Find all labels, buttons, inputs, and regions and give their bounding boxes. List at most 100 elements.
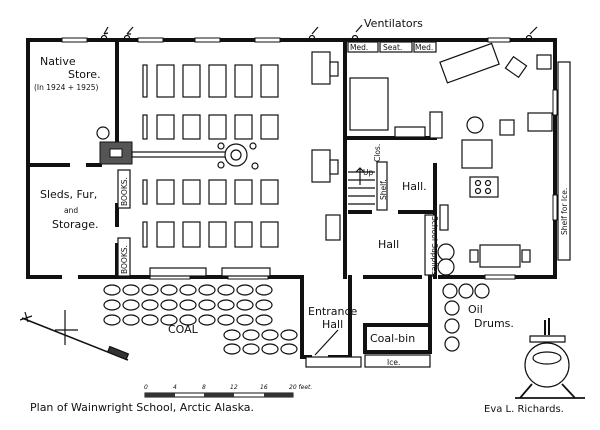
coal-pile xyxy=(141,284,159,296)
living-furniture xyxy=(311,42,553,276)
signature: Eva L. Richards. xyxy=(484,404,564,415)
ventilator-markers xyxy=(100,24,538,42)
native-store-label-2: Store. xyxy=(68,68,101,81)
drums-label: Drums. xyxy=(474,317,514,330)
student-desk xyxy=(156,221,175,248)
entrance-hall-label: Hall xyxy=(322,318,343,331)
desk-bench xyxy=(142,64,148,98)
scale-tick: 16 xyxy=(260,384,268,391)
coal-pile xyxy=(280,329,298,341)
books-label-1: BOOKS. xyxy=(120,177,129,206)
coal-pile xyxy=(122,284,140,296)
hall-label-2: Hall xyxy=(378,238,399,251)
coal-pile xyxy=(261,343,279,355)
bench-1 xyxy=(149,267,207,277)
stove-illustration xyxy=(515,318,585,399)
coal-pile xyxy=(103,299,121,311)
shelf xyxy=(376,161,388,211)
books-label-2: BOOKS. xyxy=(120,245,129,274)
student-desk xyxy=(156,179,175,205)
coal-pile xyxy=(141,299,159,311)
student-desk xyxy=(260,64,279,98)
student-desk xyxy=(208,64,227,98)
coal-pile xyxy=(261,329,279,341)
student-desk xyxy=(208,221,227,248)
ventilators-label: Ventilators xyxy=(364,17,423,30)
coal-pile xyxy=(160,299,178,311)
coal-pile xyxy=(198,299,216,311)
coal-pile xyxy=(179,284,197,296)
coal-pile xyxy=(223,329,241,341)
scale-tick: 20 feet. xyxy=(289,384,312,391)
scale-tick: 12 xyxy=(230,384,238,391)
student-desk xyxy=(234,114,253,140)
coal-pile xyxy=(179,299,197,311)
student-desk xyxy=(234,221,253,248)
coal-pile xyxy=(242,343,260,355)
shelf-for-ice-label: Shelf for Ice. xyxy=(560,188,569,235)
shelf-label: Shelf. xyxy=(379,179,388,200)
closet-label: Clos. xyxy=(373,144,382,162)
coal-pile xyxy=(141,314,159,326)
coal-pile xyxy=(223,343,241,355)
student-desk xyxy=(260,114,279,140)
coal-pile xyxy=(103,314,121,326)
storage-label: Storage. xyxy=(52,218,99,231)
coal-pile xyxy=(255,284,273,296)
med-cabinet-1 xyxy=(347,41,379,53)
student-desk xyxy=(260,179,279,205)
desk-bench xyxy=(142,179,148,205)
desk-bench xyxy=(142,114,148,140)
scale-tick: 4 xyxy=(173,384,177,391)
coal-pile xyxy=(255,299,273,311)
stairs xyxy=(348,167,375,205)
coal-pile xyxy=(179,314,197,326)
windows xyxy=(61,37,558,280)
entrance-door[interactable] xyxy=(314,329,339,356)
bench-2 xyxy=(221,267,271,277)
coal-pile xyxy=(236,299,254,311)
ice-label: Ice. xyxy=(387,358,400,367)
entrance-label: Entrance xyxy=(308,305,358,318)
classroom-desks xyxy=(142,64,279,248)
school-supplies-shelf xyxy=(424,214,436,276)
desk-bench xyxy=(142,221,148,248)
sleds-label: Sleds, Fur, xyxy=(40,188,97,201)
coal-pile xyxy=(236,314,254,326)
coal-label: COAL xyxy=(168,323,199,336)
entrance-step xyxy=(305,356,362,368)
med-cabinet-2 xyxy=(413,41,437,53)
up-label: Up xyxy=(363,168,373,177)
oil-drums xyxy=(442,283,490,352)
school-supplies-label: School Supplies. xyxy=(430,216,439,277)
native-store-years: (In 1924 + 1925) xyxy=(34,83,99,92)
coal-pile xyxy=(242,329,260,341)
student-desk xyxy=(234,179,253,205)
coal-pile xyxy=(103,284,121,296)
coal-pile xyxy=(217,299,235,311)
plan-title: Plan of Wainwright School, Arctic Alaska… xyxy=(30,401,254,414)
student-desk xyxy=(260,221,279,248)
coal-pile xyxy=(160,314,178,326)
student-desk xyxy=(182,179,201,205)
and-label: and xyxy=(64,206,78,215)
coal-piles xyxy=(103,284,298,355)
hall-label-1: Hall. xyxy=(402,180,427,193)
coal-pile xyxy=(198,314,216,326)
student-desk xyxy=(208,179,227,205)
books-shelf-2 xyxy=(117,237,131,277)
shelf-for-ice xyxy=(557,61,571,261)
scale-tick: 0 xyxy=(144,384,148,391)
coal-bin-label: Coal-bin xyxy=(370,332,415,345)
coal-pile xyxy=(198,284,216,296)
scale-tick: 8 xyxy=(202,384,206,391)
student-desk xyxy=(156,64,175,98)
north-arrow-icon xyxy=(19,310,130,361)
coal-pile xyxy=(160,284,178,296)
coal-pile xyxy=(122,299,140,311)
coal-pile xyxy=(217,284,235,296)
seat xyxy=(379,41,413,53)
seat-label: Seat. xyxy=(383,43,402,52)
native-store-label: Native xyxy=(40,55,76,68)
